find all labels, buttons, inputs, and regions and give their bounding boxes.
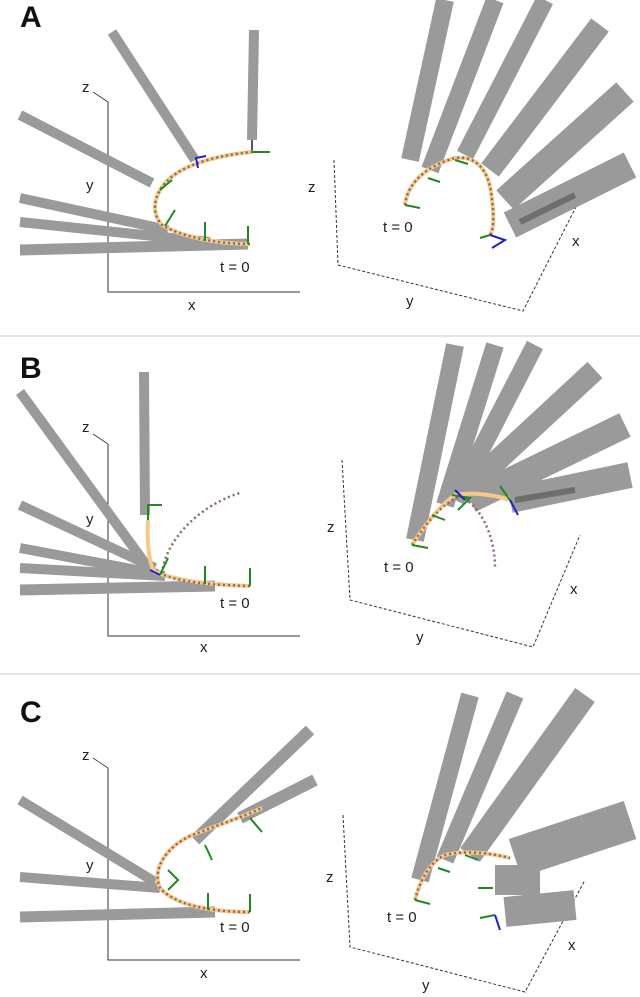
axis-label-y: y	[416, 629, 424, 646]
instrument-shaft	[411, 692, 479, 883]
panel-c-right-view: z y x t = 0	[326, 687, 637, 994]
trajectory-actual	[156, 806, 263, 914]
instrument-shaft	[421, 0, 504, 174]
instrument-shaft	[107, 29, 200, 163]
trajectory-actual	[403, 156, 495, 236]
instrument-shaft	[19, 872, 161, 893]
axis-label-y: y	[86, 177, 94, 194]
axis-label-x: x	[568, 937, 576, 954]
axis-frame	[107, 102, 300, 293]
t-zero-label: t = 0	[220, 259, 250, 276]
axis-frame-3d	[341, 459, 581, 648]
axis-label-z: z	[82, 419, 90, 436]
instrument-shaft	[496, 82, 634, 210]
t-zero-label: t = 0	[387, 909, 417, 926]
t-zero-label: t = 0	[220, 595, 250, 612]
t-zero-label: t = 0	[383, 219, 413, 236]
pose-frames	[159, 151, 270, 244]
instrument-shaft	[190, 725, 315, 845]
axis-label-y: y	[406, 293, 414, 310]
panel-a-left-view: z y x	[17, 29, 300, 314]
panel-label-b: B	[20, 352, 42, 385]
axis-label-z: z	[82, 747, 90, 764]
trajectory-actual	[160, 491, 251, 588]
trajectory-actual	[413, 851, 511, 901]
pose-frames	[167, 817, 263, 912]
instrument-shaft	[436, 342, 504, 508]
panel-b-right-view: z y x t = 0	[327, 340, 633, 648]
axis-label-y: y	[86, 857, 94, 874]
instrument-shaft	[19, 906, 216, 923]
axis-label-z: z	[308, 179, 316, 196]
axis-frame-3d	[342, 814, 586, 993]
instrument-shaft	[139, 371, 150, 516]
axis-label-z: z	[326, 869, 334, 886]
axis-label-x: x	[188, 297, 196, 314]
instrument-shaft	[503, 890, 577, 927]
panel-label-c: C	[20, 696, 42, 729]
instrument-shaft	[247, 29, 259, 141]
instrument-shaft	[481, 18, 609, 177]
axis-label-y: y	[422, 977, 430, 994]
pose-frames	[414, 854, 501, 931]
instrument-shaft	[436, 691, 524, 864]
pose-frames	[404, 159, 508, 249]
axis-label-x: x	[200, 639, 208, 656]
t-zero-label: t = 0	[384, 559, 414, 576]
axis-label-y: y	[86, 511, 94, 528]
instrument-shaft	[17, 500, 158, 573]
instrument-shaft	[452, 361, 603, 504]
axis-label-x: x	[570, 581, 578, 598]
axis-label-z: z	[327, 519, 335, 536]
instrument-inner	[514, 487, 576, 503]
axis-frame	[107, 768, 300, 961]
instrument-shafts	[15, 371, 216, 596]
instrument-shaft	[460, 687, 595, 863]
trajectory-planned	[403, 155, 496, 237]
t-zero-label: t = 0	[220, 919, 250, 936]
axis-label-x: x	[200, 965, 208, 982]
instrument-shaft	[457, 0, 553, 160]
trajectory-actual	[153, 150, 253, 246]
instrument-shafts	[411, 687, 637, 927]
instrument-shafts	[17, 29, 259, 256]
instrument-shaft	[17, 795, 158, 887]
instrument-shaft	[15, 389, 155, 573]
instrument-shaft	[464, 413, 631, 512]
instrument-shafts	[406, 340, 633, 542]
axis-frame-3d	[333, 159, 583, 312]
instrument-shaft	[18, 193, 170, 235]
instrument-shaft	[19, 543, 159, 579]
panel-c: C z y x t = 0	[17, 687, 637, 994]
panel-label-a: A	[20, 1, 42, 34]
trajectory-actual	[410, 494, 497, 569]
instrument-shaft	[19, 580, 216, 596]
pose-frames	[147, 504, 251, 586]
instrument-shaft	[19, 217, 211, 247]
instrument-shaft	[17, 110, 155, 188]
instrument-shafts	[17, 725, 318, 923]
z-axis-tick	[92, 91, 109, 103]
z-axis-tick	[92, 433, 109, 445]
instrument-shaft	[401, 0, 454, 162]
axis-label-x: x	[572, 233, 580, 250]
instrument-shaft	[508, 801, 637, 877]
panel-c-left-view: z y x t = 0	[17, 725, 318, 982]
axis-label-z: z	[82, 79, 90, 96]
trajectory-planned	[145, 519, 251, 588]
axis-frame	[107, 444, 300, 637]
panel-a: A z y x	[17, 0, 637, 314]
instrument-shaft	[406, 343, 464, 542]
pose-frames	[411, 485, 519, 549]
panel-b: B z y x t =	[15, 340, 633, 656]
z-axis-tick	[92, 757, 109, 769]
instrument-shaft	[19, 238, 249, 256]
instrument-inner	[518, 192, 577, 225]
instrument-shafts	[401, 0, 637, 238]
panel-a-right-view: z y x t = 0	[308, 0, 637, 312]
panel-b-left-view: z y x t = 0	[15, 371, 300, 656]
